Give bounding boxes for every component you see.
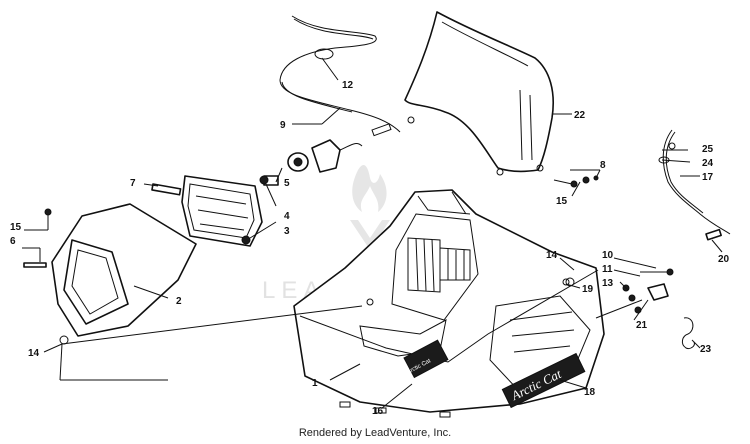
callout-10: 10 [602,250,614,261]
callout-20: 20 [718,254,730,265]
callout-12: 12 [342,80,354,91]
callout-19: 19 [582,284,594,295]
callout-21: 21 [636,320,648,331]
callout-25: 25 [702,144,714,155]
windshield [404,11,554,176]
callout-8: 8 [600,160,606,171]
headlight-socket [259,139,363,186]
callouts: 1 2 3 4 5 6 7 8 9 10 11 12 13 14 14 15 1… [10,80,730,417]
footer-credit: Rendered by LeadVenture, Inc. [298,427,452,439]
callout-16: 16 [372,406,384,417]
cable-assembly [658,129,731,241]
hood-vent-louvers [407,237,471,293]
windshield-fasteners [553,175,599,188]
side-fasteners [565,268,695,349]
callout-13: 13 [602,278,614,289]
callout-7: 7 [130,178,136,189]
callout-24: 24 [702,158,714,169]
callout-22: 22 [574,110,586,121]
callout-23: 23 [700,344,712,355]
callout-18: 18 [584,387,596,398]
headlight-assembly [151,175,263,247]
callout-15-windshield: 15 [556,196,568,207]
wiring-harness [279,15,401,137]
hood: Arctic Cat Arctic Cat [293,189,605,418]
callout-14-bezel: 14 [28,348,40,359]
callout-1: 1 [312,378,318,389]
leader-lines [22,57,723,409]
callout-15-bezel: 15 [10,222,22,233]
callout-14-hood: 14 [546,250,558,261]
callout-3: 3 [284,226,290,237]
headlight-bezel [23,203,197,345]
callout-11: 11 [602,264,613,275]
callout-2: 2 [176,296,182,307]
callout-17: 17 [702,172,714,183]
callout-9: 9 [280,120,286,131]
callout-5: 5 [284,178,290,189]
callout-4: 4 [284,211,290,222]
callout-6: 6 [10,236,16,247]
